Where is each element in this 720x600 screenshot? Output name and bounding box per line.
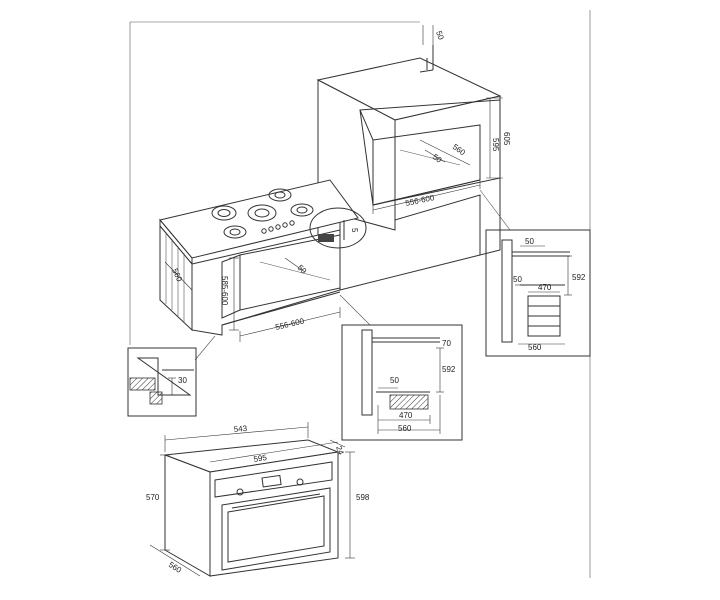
tall-cabinet bbox=[316, 45, 502, 256]
label-mid-560: 560 bbox=[398, 424, 412, 433]
dimension-oven-598: 598 bbox=[345, 451, 370, 559]
label-right-50b: 50 bbox=[513, 275, 522, 284]
label-tall-605: 605 bbox=[502, 132, 511, 146]
hob-knobs bbox=[261, 220, 295, 234]
label-right-50a: 50 bbox=[525, 237, 534, 246]
detail-box-column: 50 50 592 470 560 bbox=[485, 229, 591, 357]
label-oven-543: 543 bbox=[233, 424, 248, 434]
label-oven-24: 24 bbox=[334, 445, 346, 457]
label-mid-70: 70 bbox=[442, 339, 451, 348]
label-base-width: 556-600 bbox=[274, 316, 305, 331]
label-top-50: 50 bbox=[434, 30, 446, 42]
label-oven-598: 598 bbox=[356, 493, 370, 502]
dimension-tall-height: 595 605 bbox=[486, 97, 511, 180]
detail-box-undercounter: 70 50 592 470 560 bbox=[341, 324, 463, 441]
dimension-oven-543: 543 bbox=[164, 422, 309, 452]
detail-magnifier: 5 bbox=[309, 207, 367, 249]
oven-unit bbox=[164, 439, 340, 577]
base-cabinet bbox=[159, 179, 481, 336]
dimension-top-50: 50 bbox=[422, 25, 446, 45]
dimension-oven-595: 595 bbox=[209, 441, 339, 464]
label-right-560: 560 bbox=[528, 343, 542, 352]
hob bbox=[211, 188, 314, 239]
label-mid-470: 470 bbox=[399, 411, 413, 420]
dimension-base-height: 585-600 bbox=[220, 257, 239, 331]
label-oven-560: 560 bbox=[167, 560, 184, 575]
label-base-height: 585-600 bbox=[220, 276, 229, 306]
label-oven-595: 595 bbox=[253, 453, 268, 464]
detail-box-worktop: 30 bbox=[127, 347, 197, 417]
label-tall-595: 595 bbox=[491, 138, 500, 152]
label-oven-570: 570 bbox=[146, 493, 160, 502]
label-detail-30: 30 bbox=[178, 376, 187, 385]
dimension-oven-24: 24 bbox=[329, 439, 346, 457]
label-mid-592: 592 bbox=[442, 365, 456, 374]
label-mid-50: 50 bbox=[390, 376, 399, 385]
dimension-oven-570: 570 bbox=[146, 454, 170, 551]
label-hob-gap-5: 5 bbox=[350, 228, 359, 233]
label-right-592: 592 bbox=[572, 273, 586, 282]
label-right-470: 470 bbox=[538, 283, 552, 292]
